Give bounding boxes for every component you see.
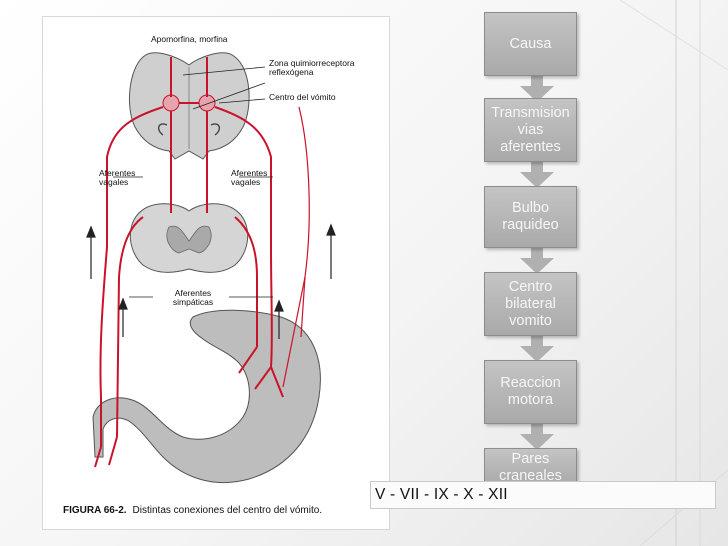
flow-step-label: Bulbo raquideo <box>502 200 559 233</box>
anatomy-drawing <box>86 52 336 483</box>
stomach <box>92 309 321 483</box>
direction-arrows <box>86 223 336 339</box>
cranial-nerves-list: V - VII - IX - X - XII <box>375 486 508 503</box>
label-sympathetic: Aferentes simpáticas <box>172 288 214 307</box>
flow-arrow-icon <box>520 334 554 362</box>
flow-arrow-icon <box>520 160 554 188</box>
label-vagal-right: Aferentes vagales <box>231 168 268 187</box>
flow-arrow-icon <box>520 422 554 450</box>
label-vomiting-center: Centro del vómito <box>269 92 336 102</box>
flow-step-afferent: Transmision vias aferentes <box>484 98 577 162</box>
vomiting-center-illustration: Apomorfina, morfina Zona quimiorreceptor… <box>42 16 390 530</box>
flow-step-motor: Reaccion motora <box>484 360 577 424</box>
flow-step-cause: Causa <box>484 12 577 76</box>
label-drugs: Apomorfina, morfina <box>151 34 228 44</box>
nerve-pathways <box>94 57 284 468</box>
flow-step-label: Reaccion motora <box>500 375 561 408</box>
flow-step-cranial: Pares craneales <box>484 448 577 486</box>
flow-step-label: Transmision vias aferentes <box>491 104 570 155</box>
flow-step-label: Causa <box>509 35 552 52</box>
flow-arrow-icon <box>520 74 554 102</box>
flow-arrow-icon <box>520 246 554 274</box>
spinal-cord-section <box>129 203 249 273</box>
label-chemoreceptor-zone: Zona quimiorreceptora reflexógena <box>269 58 355 77</box>
flow-step-center: Centro bilateral vomito <box>484 272 577 336</box>
figure-caption: FIGURA 66-2. Distintas conexiones del cen… <box>63 505 322 516</box>
flow-step-medulla: Bulbo raquideo <box>484 186 577 248</box>
figure-number: FIGURA 66-2. <box>63 505 127 516</box>
cranial-nerves-banner: V - VII - IX - X - XII <box>370 481 716 509</box>
flow-step-label: Centro bilateral vomito <box>505 278 556 329</box>
flow-step-label: Pares craneales <box>499 451 562 484</box>
label-vagal-left: Aferentes vagales <box>99 168 136 187</box>
figure-caption-text: Distintas conexiones del centro del vómi… <box>132 505 323 516</box>
